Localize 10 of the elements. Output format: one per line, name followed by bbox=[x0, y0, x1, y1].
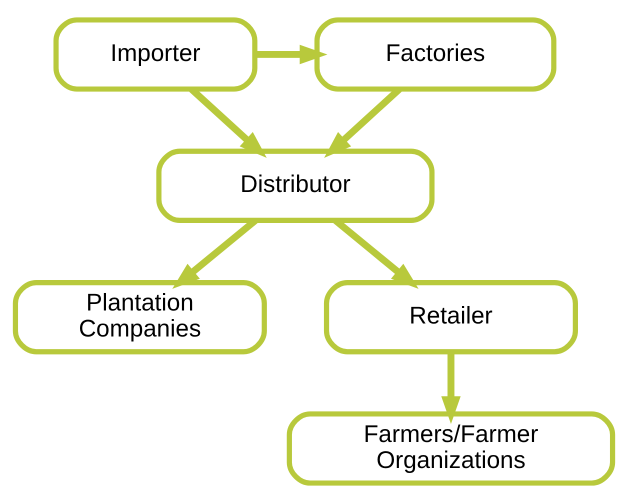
arrow bbox=[441, 351, 461, 424]
arrow bbox=[333, 217, 419, 288]
node-box: Factories bbox=[314, 16, 556, 92]
node-box: Retailer bbox=[324, 280, 578, 354]
arrow bbox=[172, 217, 258, 288]
node-box: Distributor bbox=[156, 148, 435, 222]
arrow bbox=[254, 44, 328, 64]
node-box: Plantation Companies bbox=[12, 280, 267, 354]
node-box: Importer bbox=[53, 16, 258, 92]
node-box: Farmers/Farmer Organizations bbox=[286, 410, 616, 486]
